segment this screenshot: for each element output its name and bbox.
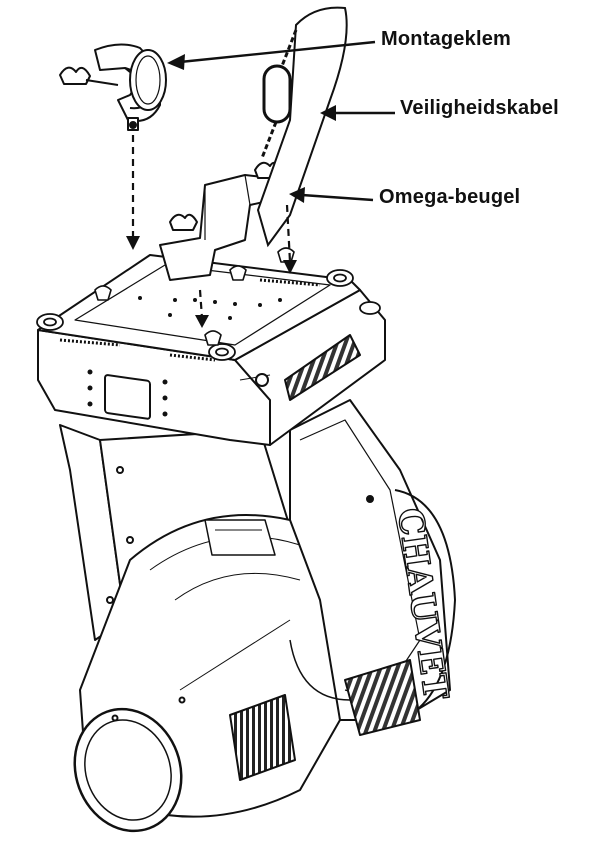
display-panel	[104, 374, 151, 420]
yoke-heatsink	[344, 659, 421, 736]
mounting-clamp	[59, 43, 167, 131]
safety-cable	[256, 6, 348, 248]
fixture-head	[59, 424, 341, 833]
label-safety-cable: Veiligheidskabel	[400, 97, 559, 119]
head-side-vent	[229, 694, 296, 781]
guide-arrows	[126, 135, 297, 328]
label-omega-bracket: Omega-beugel	[379, 186, 521, 208]
lens-inner	[84, 719, 172, 821]
fixture-base	[36, 247, 386, 446]
omega-leader	[301, 193, 374, 202]
base-feet	[36, 269, 381, 361]
carabiner	[262, 64, 292, 124]
callout-leaders	[167, 40, 395, 203]
base-side-heatsink	[284, 334, 361, 401]
center-guide-line	[198, 289, 204, 319]
clamp-leader	[179, 40, 376, 64]
bracket-guide-line	[285, 204, 292, 263]
camlocks	[94, 247, 295, 346]
clamp-guide-arrowhead	[126, 236, 140, 250]
label-clamp: Montageklem	[381, 28, 512, 50]
